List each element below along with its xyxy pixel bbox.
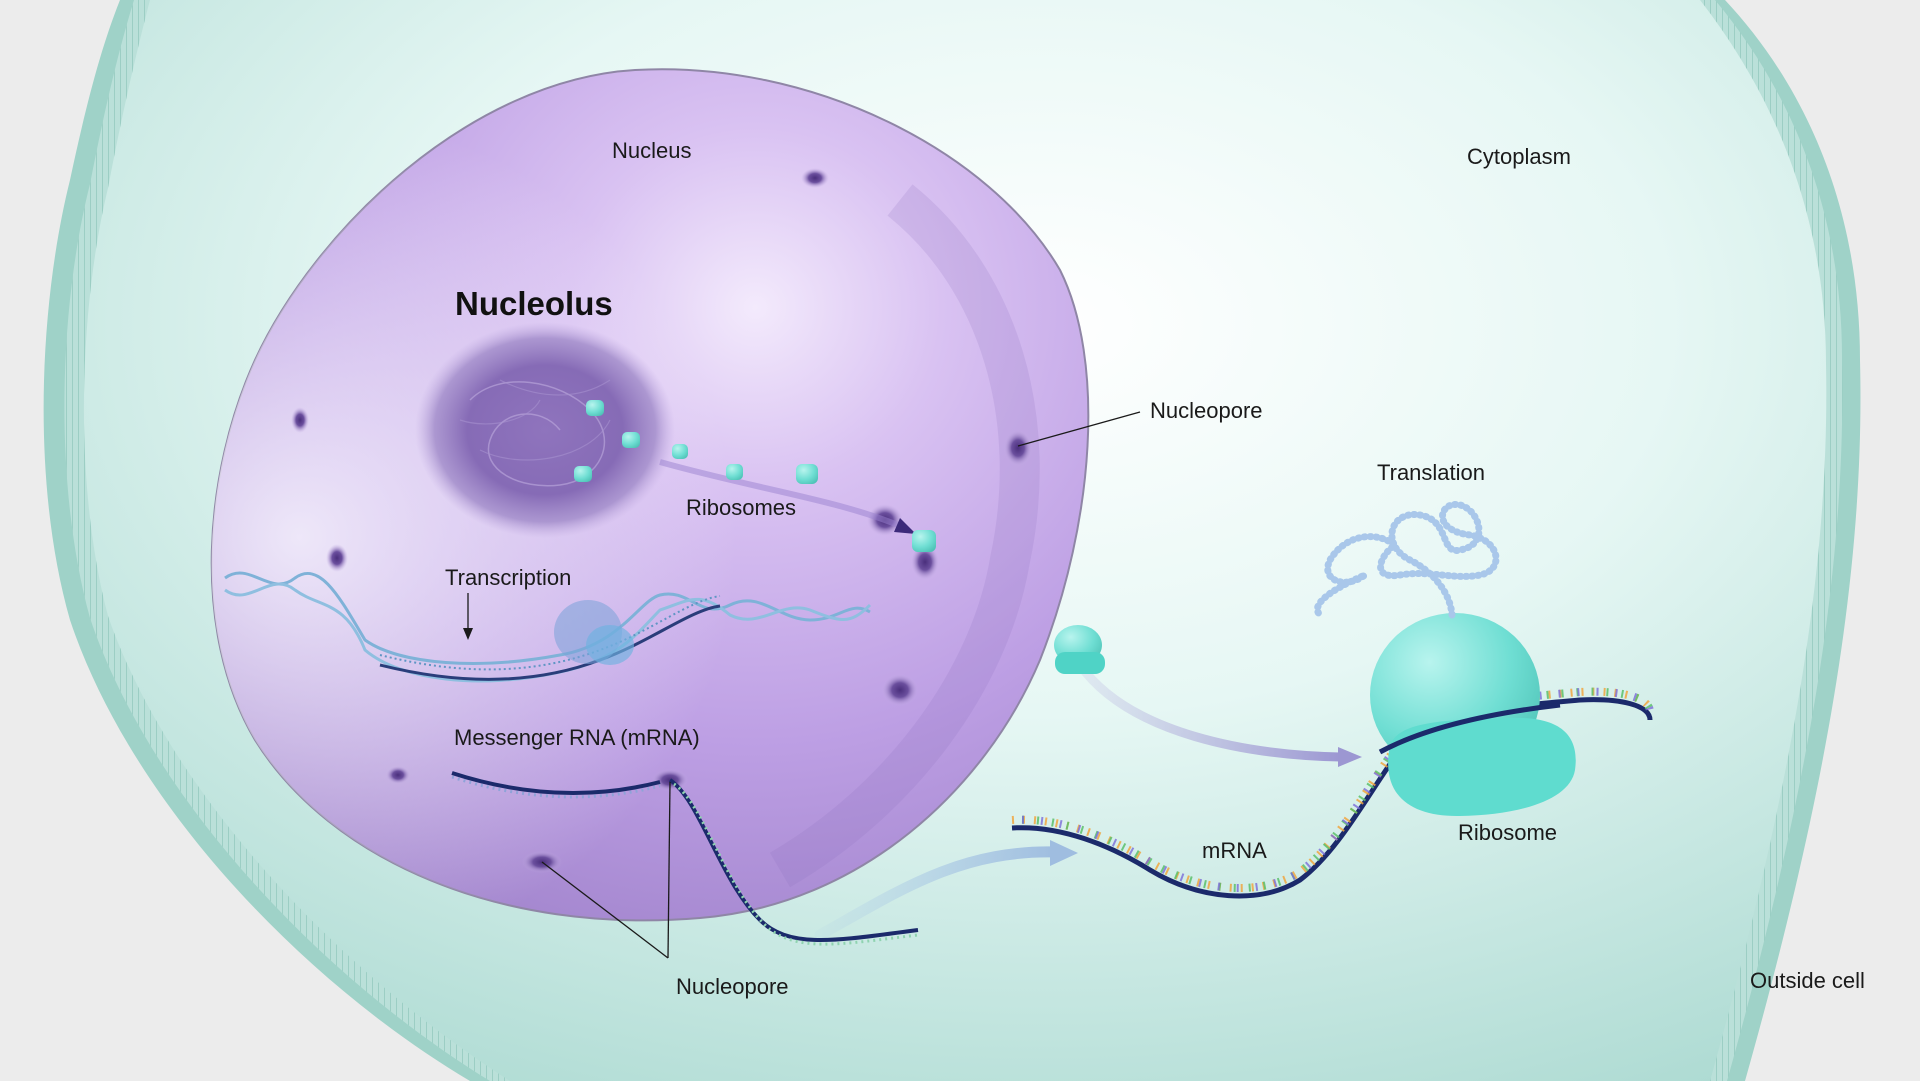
translating-ribosome [1370,613,1576,817]
label-ribosome: Ribosome [1458,820,1558,845]
label-cytoplasm: Cytoplasm [1467,144,1571,169]
leader-lines [463,411,1141,959]
label-transcription: Transcription [445,565,572,590]
label-outside-cell: Outside cell [1750,968,1865,993]
label-nucleus: Nucleus [612,138,692,163]
exported-ribosome [1054,625,1105,674]
mrna-in-cytoplasm [1011,687,1654,899]
ribosome-path-arrowhead [894,518,916,534]
label-translation: Translation [1377,460,1486,485]
protein-chain [1314,501,1500,619]
label-nucleolus: Nucleolus [455,285,613,322]
dna-helix [224,571,872,683]
label-messenger-rna: Messenger RNA (mRNA) [454,725,700,750]
label-nucleopore-top: Nucleopore [1150,398,1263,423]
ribosome-path [659,459,907,531]
mrna-in-nucleus [451,771,919,946]
label-nucleopore-bottom: Nucleopore [676,974,789,999]
nucleus [210,68,1090,922]
label-ribosomes: Ribosomes [686,495,797,520]
nucleopores [291,168,1032,873]
label-mrna: mRNA [1202,838,1267,863]
nucleolus [415,322,675,538]
transport-arrows [814,660,1362,941]
nucleolar-ribosomes [574,400,936,552]
